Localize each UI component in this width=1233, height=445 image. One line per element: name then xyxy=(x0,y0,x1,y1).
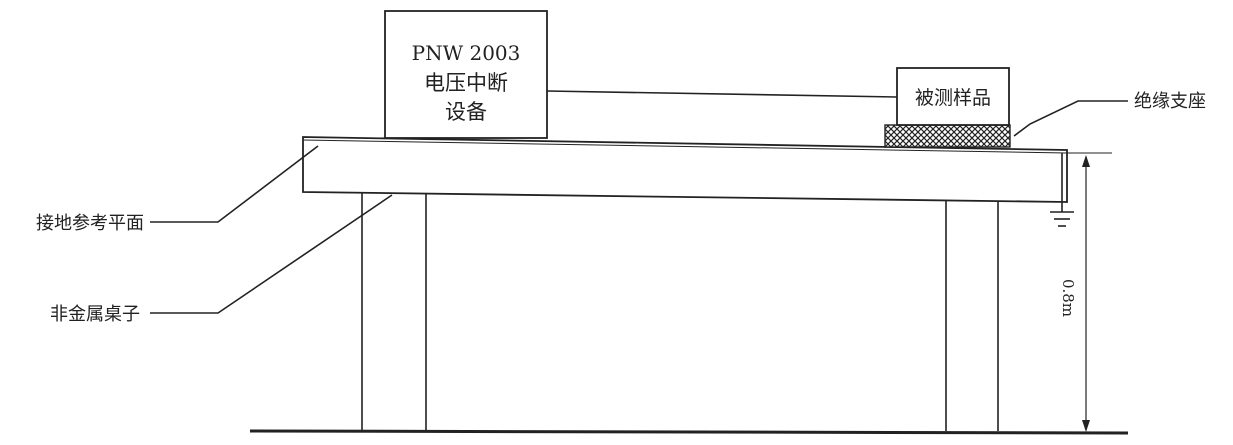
non-metal-table-label: 非金属桌子 xyxy=(50,304,140,325)
floor-line xyxy=(249,429,1129,435)
table-leg-left xyxy=(361,192,427,430)
device-model-label: PNW 2003 xyxy=(412,41,521,65)
connection-cable xyxy=(546,90,898,98)
ground-reference-plane xyxy=(302,139,1068,154)
insulation-support xyxy=(884,124,1011,148)
sample-label: 被测样品 xyxy=(915,87,991,109)
height-dimension-label: 0.8m xyxy=(1059,279,1077,317)
sample-box xyxy=(896,67,1010,126)
tabletop xyxy=(302,136,1068,203)
leader-insulation-support xyxy=(1013,100,1128,137)
leader-ground-plane xyxy=(150,145,319,223)
leader-non-metal-table xyxy=(150,194,393,314)
height-dimension xyxy=(1066,152,1112,432)
ground-reference-plane-label: 接地参考平面 xyxy=(36,213,144,234)
table-leg-right xyxy=(945,199,999,431)
device-box xyxy=(384,10,548,139)
insulation-support-label: 绝缘支座 xyxy=(1134,91,1206,112)
device-type-label: 设备 xyxy=(445,100,487,124)
ground-symbol xyxy=(1050,153,1074,227)
device-name-label: 电压中断 xyxy=(424,71,508,95)
